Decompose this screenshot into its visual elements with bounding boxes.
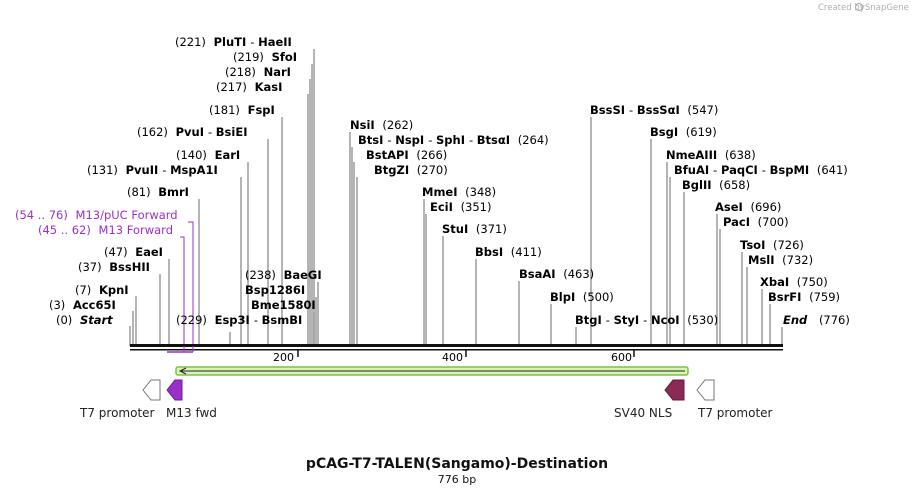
site-label: Bsp1286I bbox=[245, 283, 305, 297]
site-label: MmeI (348) bbox=[422, 185, 496, 199]
feature-label-t7-promoter-right: T7 promoter bbox=[697, 406, 773, 420]
sequence-backbone bbox=[130, 344, 783, 351]
sv40-nls-arrow-icon bbox=[664, 379, 685, 401]
site-label: Bme1580I bbox=[251, 298, 316, 312]
primer-label-m13-puc-forward: (54 .. 76) M13/pUC Forward bbox=[15, 208, 178, 222]
site-label: NmeAIII (638) bbox=[666, 148, 756, 162]
site-label: (218) NarI bbox=[225, 65, 291, 79]
orf-arrow bbox=[175, 366, 689, 376]
site-label: (47) EaeI bbox=[104, 245, 163, 259]
site-label: (37) BssHII bbox=[78, 260, 150, 274]
site-lines bbox=[129, 49, 783, 346]
t7-promoter-left-arrow-icon bbox=[142, 379, 161, 401]
site-label: BstAPI (266) bbox=[366, 148, 447, 162]
primer-line bbox=[180, 236, 185, 346]
snapgene-logo-icon bbox=[854, 2, 864, 12]
site-label: BsaAI (463) bbox=[519, 267, 594, 281]
credit-text: Created by bbox=[818, 3, 865, 13]
site-label: (217) KasI bbox=[216, 80, 282, 94]
tick-label-200: 200 bbox=[273, 351, 294, 364]
site-label: (162) PvuI- BsiEI bbox=[137, 125, 247, 139]
site-label: PacI (700) bbox=[723, 215, 789, 229]
site-label: End (776) bbox=[783, 313, 850, 327]
site-label: (229) Esp3I- BsmBI bbox=[176, 313, 302, 327]
site-label: BbsI (411) bbox=[475, 245, 542, 259]
site-label: (0) Start bbox=[56, 313, 113, 327]
site-label: BfuAI- PaqCI- BspMI (641) bbox=[674, 163, 848, 177]
scale-ticks bbox=[297, 350, 635, 357]
site-label: (131) PvuII- MspA1I bbox=[87, 163, 218, 177]
feature-label-t7-promoter-left: T7 promoter bbox=[79, 406, 155, 420]
t7-promoter-right-arrow-icon bbox=[696, 379, 715, 401]
primer-bracket-ends bbox=[183, 346, 194, 352]
site-label: (7) KpnI bbox=[75, 283, 129, 297]
site-label: BlpI (500) bbox=[550, 290, 614, 304]
site-label: XbaI (750) bbox=[760, 275, 828, 289]
feature-label-m13-fwd: M13 fwd bbox=[166, 406, 217, 420]
site-label: BsgI (619) bbox=[650, 125, 717, 139]
primer-line bbox=[188, 221, 194, 346]
site-label: (219) SfoI bbox=[233, 50, 297, 64]
site-label: TsoI (726) bbox=[740, 238, 804, 252]
site-label: (3) Acc65I bbox=[49, 298, 116, 312]
site-label: (221) PluTI- HaeII bbox=[175, 35, 292, 49]
site-label: BtgI- StyI- NcoI (530) bbox=[575, 313, 718, 327]
site-label: BssSI- BssSαI (547) bbox=[590, 103, 718, 117]
site-label: BglII (658) bbox=[682, 178, 750, 192]
site-label: MslI (732) bbox=[748, 253, 813, 267]
site-label: StuI (371) bbox=[442, 222, 507, 236]
site-label: NsiI (262) bbox=[350, 118, 413, 132]
site-label: (81) BmrI bbox=[127, 185, 189, 199]
site-label: (238) BaeGI bbox=[245, 268, 322, 282]
primer-label-m13-forward: (45 .. 62) M13 Forward bbox=[38, 223, 173, 237]
feature-label-sv40-nls: SV40 NLS bbox=[614, 406, 672, 420]
brand-text: SnapGene bbox=[865, 3, 909, 13]
map-title: pCAG-T7-TALEN(Sangamo)-Destination bbox=[306, 456, 608, 472]
tick-label-400: 400 bbox=[442, 351, 463, 364]
site-label: EciI (351) bbox=[430, 200, 492, 214]
map-length: 776 bp bbox=[438, 473, 476, 486]
site-label: (140) EarI bbox=[176, 148, 240, 162]
site-label: BsrFI (759) bbox=[768, 290, 840, 304]
tick-label-600: 600 bbox=[611, 351, 632, 364]
site-label: BtgZI (270) bbox=[374, 163, 448, 177]
site-label: AseI (696) bbox=[715, 200, 781, 214]
site-label: (181) FspI bbox=[209, 103, 275, 117]
m13-fwd-arrow-icon bbox=[166, 379, 183, 401]
site-label: BtsI- NspI- SphI- BtsαI (264) bbox=[358, 133, 549, 147]
